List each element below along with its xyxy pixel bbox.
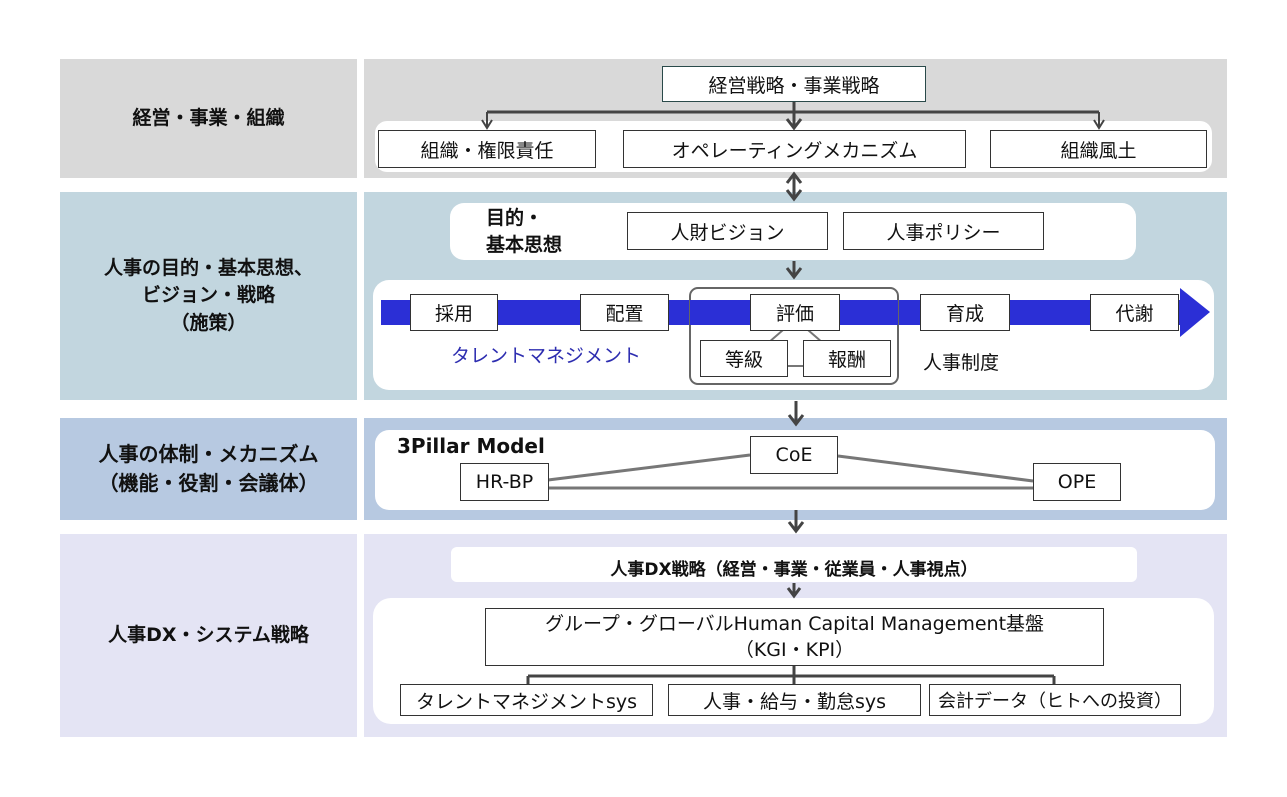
flow-exit-box: 代謝	[1090, 294, 1179, 331]
operating-mechanism-box: オペレーティングメカニズム	[623, 130, 966, 168]
dx-strategy-label: 人事DX戦略（経営・事業・従業員・人事視点）	[610, 560, 978, 580]
flow-recruit-box: 採用	[410, 294, 498, 331]
accounting-data-box: 会計データ（ヒトへの投資）	[929, 684, 1181, 716]
row-label-management: 経営・事業・組織	[60, 59, 357, 178]
hrbp-box: HR-BP	[460, 463, 549, 501]
org-culture-box: 組織風土	[990, 130, 1207, 168]
hr-vision-box: 人財ビジョン	[627, 212, 828, 250]
hr-policy-box: 人事ポリシー	[843, 212, 1044, 250]
pillar-model-title: 3Pillar Model	[397, 434, 545, 458]
coe-box: CoE	[750, 436, 838, 474]
grade-box: 等級	[700, 340, 788, 377]
talent-sys-box: タレントマネジメントsys	[400, 684, 653, 716]
business-strategy-box: 経営戦略・事業戦略	[662, 66, 926, 102]
talent-management-label: タレントマネジメント	[451, 345, 642, 367]
hcm-platform-line2: （KGI・KPI）	[734, 639, 855, 661]
ope-box: OPE	[1033, 463, 1121, 501]
org-authority-box: 組織・権限責任	[378, 130, 596, 168]
hcm-platform-box: グループ・グローバルHuman Capital Management基盤 （KG…	[485, 608, 1104, 666]
payroll-sys-box: 人事・給与・勤怠sys	[668, 684, 921, 716]
hcm-platform-line1: グループ・グローバルHuman Capital Management基盤	[544, 613, 1045, 635]
reward-box: 報酬	[803, 340, 891, 377]
row-label-hr-purpose: 人事の目的・基本思想、 ビジョン・戦略 （施策）	[60, 192, 357, 400]
row-label-hr-dx: 人事DX・システム戦略	[60, 534, 357, 737]
flow-placement-box: 配置	[580, 294, 669, 331]
purpose-label: 目的・ 基本思想	[486, 207, 563, 256]
hr-system-label: 人事制度	[923, 352, 1000, 374]
flow-evaluation-box: 評価	[750, 294, 840, 331]
row-label-hr-structure: 人事の体制・メカニズム （機能・役割・会議体）	[60, 418, 357, 520]
dx-strategy-panel	[451, 547, 1137, 582]
flow-development-box: 育成	[920, 294, 1010, 331]
